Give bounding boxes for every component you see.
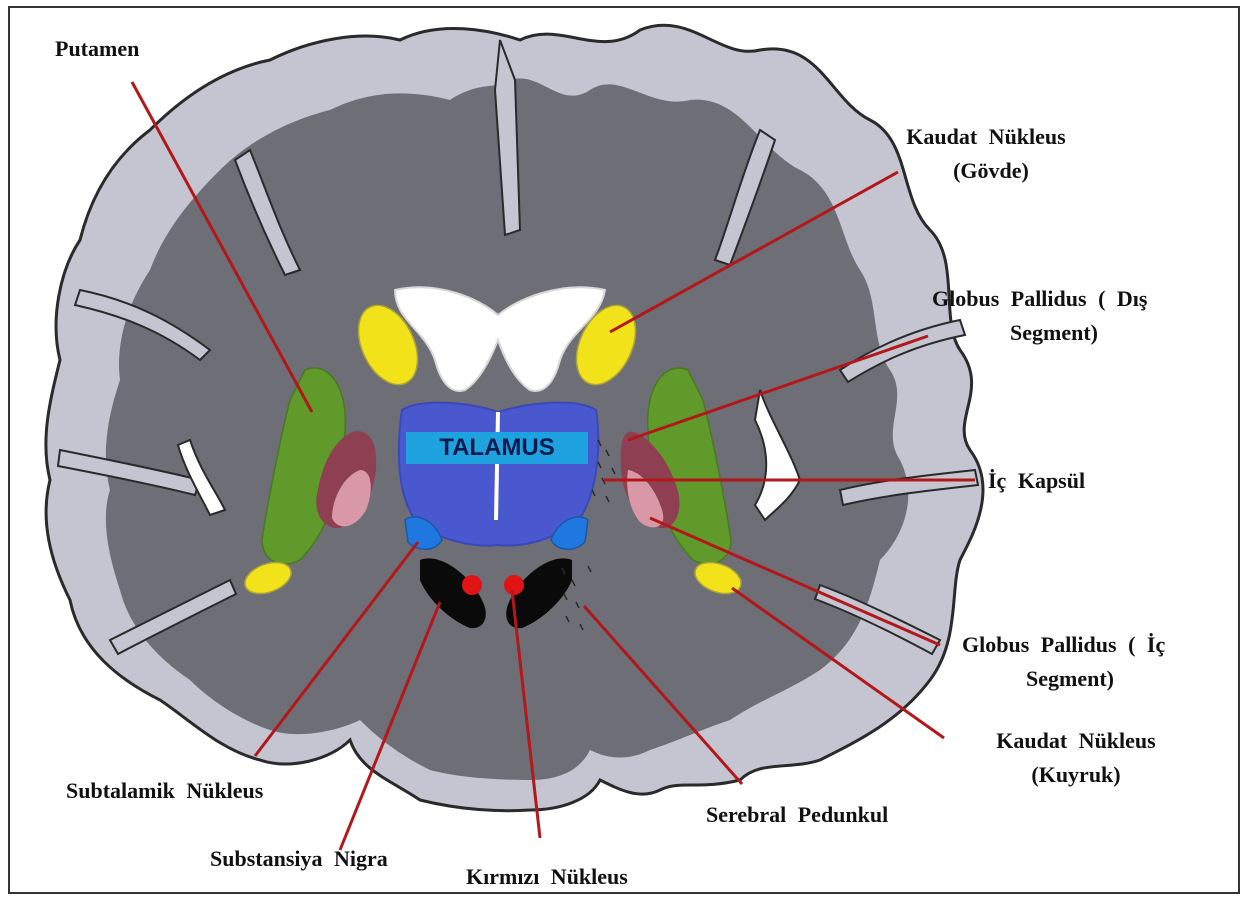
label-gp-dis: Globus Pallidus ( Dış Segment) — [932, 286, 1147, 346]
label-gp-ic-line1: Globus Pallidus ( İç — [962, 632, 1165, 658]
label-subtalamik: Subtalamik Nükleus — [66, 778, 263, 804]
label-substansiya: Substansiya Nigra — [210, 846, 388, 872]
red-nucleus-left — [462, 575, 482, 595]
label-serebral-pedunkul: Serebral Pedunkul — [706, 802, 888, 828]
thalamus-midline — [496, 412, 498, 520]
label-kaudat-govde-line2: (Gövde) — [896, 158, 1086, 184]
label-kaudat-kuyruk: Kaudat Nükleus (Kuyruk) — [966, 728, 1186, 788]
label-kaudat-kuyruk-line1: Kaudat Nükleus — [966, 728, 1186, 754]
label-gp-ic-line2: Segment) — [1026, 666, 1165, 692]
red-nucleus-right — [504, 575, 524, 595]
label-gp-dis-line2: Segment) — [1010, 320, 1147, 346]
label-kaudat-govde: Kaudat Nükleus (Gövde) — [886, 124, 1086, 184]
label-gp-dis-line1: Globus Pallidus ( Dış — [932, 286, 1147, 312]
label-putamen: Putamen — [55, 36, 139, 62]
label-ic-kapsul: İç Kapsül — [988, 468, 1085, 494]
label-kaudat-govde-line1: Kaudat Nükleus — [886, 124, 1086, 150]
label-kirmizi: Kırmızı Nükleus — [466, 864, 628, 890]
label-talamus: TALAMUS — [406, 432, 588, 464]
label-kaudat-kuyruk-line2: (Kuyruk) — [966, 762, 1186, 788]
label-gp-ic: Globus Pallidus ( İç Segment) — [962, 632, 1165, 692]
